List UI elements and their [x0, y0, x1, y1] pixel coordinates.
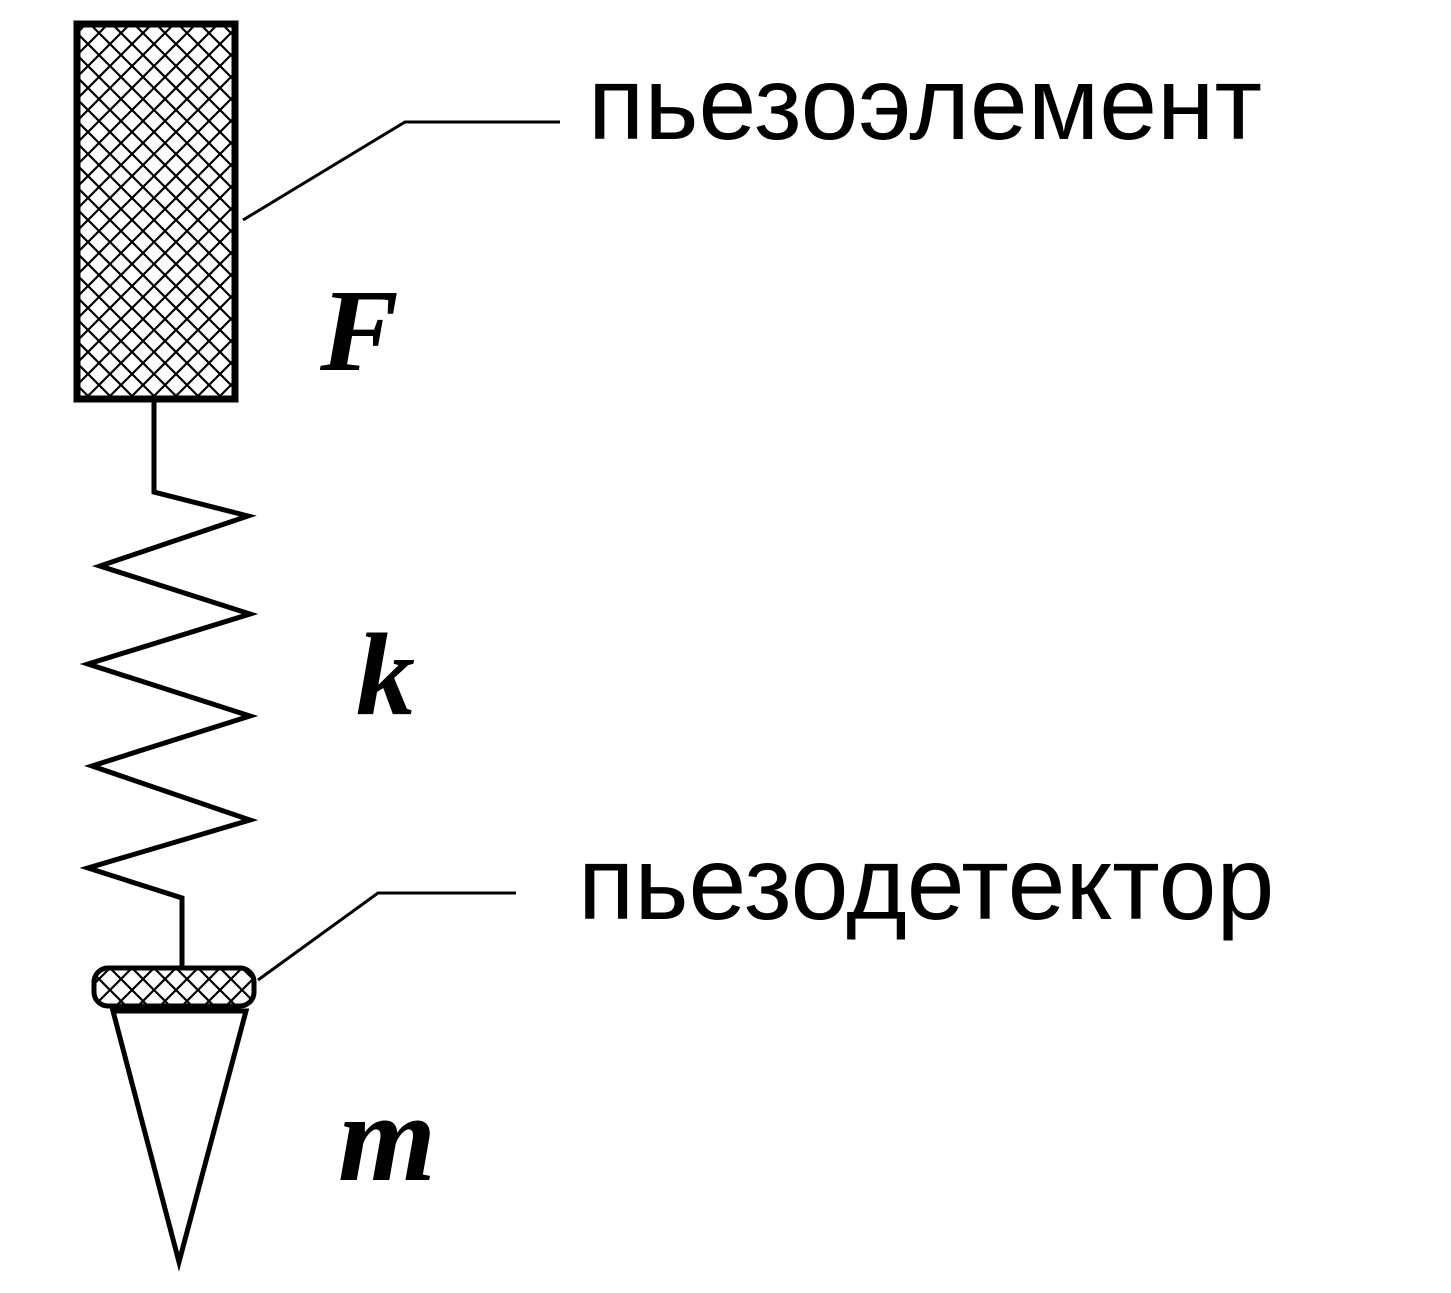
probe-tip: [109, 1008, 250, 1272]
piezo-detector-pad: [91, 965, 257, 1009]
spring: [79, 399, 259, 966]
piezo-detector-label: пьезодетектор: [578, 826, 1275, 942]
mass-symbol: m: [338, 1069, 437, 1208]
piezo-detector-leader-line: [257, 891, 516, 982]
stiffness-symbol: k: [356, 609, 415, 740]
piezo-element-block: [73, 20, 239, 403]
force-symbol: F: [320, 265, 399, 396]
piezo-element-label: пьезоэлемент: [588, 46, 1263, 162]
piezo-element-leader-line: [242, 120, 560, 222]
